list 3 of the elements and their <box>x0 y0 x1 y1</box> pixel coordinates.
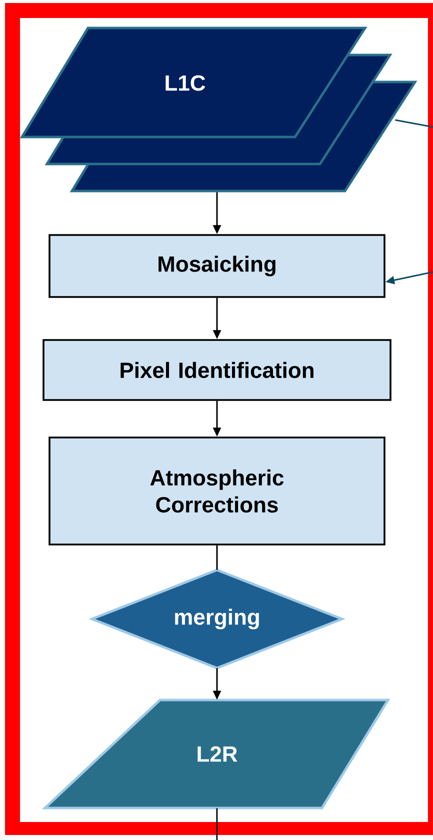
process-box: Atmospheric Corrections <box>48 436 386 546</box>
process-box: Mosaicking <box>48 234 386 298</box>
process-box: Pixel Identification <box>42 339 392 401</box>
